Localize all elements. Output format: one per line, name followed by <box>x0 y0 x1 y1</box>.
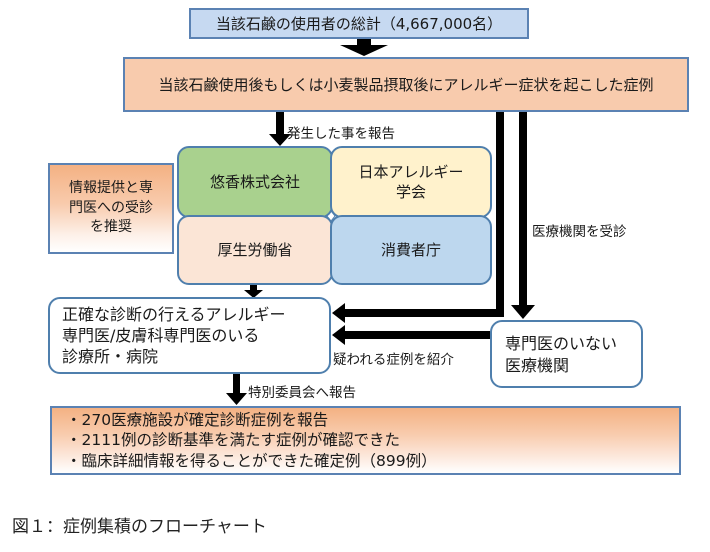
allergy-cases-text: 当該石鹸使用後もしくは小麦製品摂取後にアレルギー症状を起こした症例 <box>158 76 654 94</box>
recommend-text: 情報提供と専 門医への受診 を推奨 <box>69 180 153 236</box>
org-yuka-corp: 悠香株式会社 <box>177 146 333 218</box>
allergy-cases-box: 当該石鹸使用後もしくは小麦製品摂取後にアレルギー症状を起こした症例 <box>123 57 689 112</box>
specialist-clinic-text: 正確な診断の行えるアレルギー 専門医/皮膚科専門医のいる 診療所・病院 <box>62 305 286 366</box>
arrow-total-to-cases <box>340 39 388 56</box>
nonspecialist-clinic-text: 専門医のいない 医療機関 <box>505 334 618 375</box>
total-users-text: 当該石鹸の使用者の総計（4,667,000名） <box>215 15 503 33</box>
nonspecialist-clinic-box: 専門医のいない 医療機関 <box>490 320 643 388</box>
label-report-committee: 特別委員会へ報告 <box>248 385 356 401</box>
org-yuka-label: 悠香株式会社 <box>209 172 300 191</box>
org-caa-label: 消費者庁 <box>380 240 441 259</box>
org-japanese-society-of-allergology: 日本アレルギー 学会 <box>330 146 492 218</box>
org-mhlw: 厚生労働省 <box>177 215 333 285</box>
results-box: ・270医療施設が確定診断症例を報告 ・2111例の診断基準を満たす症例が確認で… <box>50 406 681 475</box>
arrow-orgs-to-specialist <box>244 285 263 298</box>
result-item: ・270医療施設が確定診断症例を報告 <box>66 411 329 429</box>
specialist-clinic-box: 正確な診断の行えるアレルギー 専門医/皮膚科専門医のいる 診療所・病院 <box>48 297 331 374</box>
figure-caption: 図１：症例集積のフローチャート <box>12 517 267 537</box>
label-refer-cases: 疑われる症例を紹介 <box>333 352 454 368</box>
arrow-specialist-to-results <box>226 374 247 405</box>
label-report-occurrence: 発生した事を報告 <box>287 126 395 142</box>
arrow-cases-to-nonspecialist <box>511 112 535 319</box>
org-consumer-affairs-agency: 消費者庁 <box>330 215 492 285</box>
org-mhlw-label: 厚生労働省 <box>217 240 293 259</box>
org-jsa-label: 日本アレルギー 学会 <box>358 162 464 201</box>
label-visit-hospital: 医療機関を受診 <box>532 224 627 240</box>
recommend-box: 情報提供と専 門医への受診 を推奨 <box>48 163 174 254</box>
arrow-referral <box>332 325 490 345</box>
result-item: ・臨床詳細情報を得ることができた確定例（899例） <box>66 451 437 470</box>
total-users-box: 当該石鹸の使用者の総計（4,667,000名） <box>189 8 529 39</box>
arrow-cases-to-orgs <box>269 112 291 146</box>
result-item: ・2111例の診断基準を満たす症例が確認できた <box>66 431 400 450</box>
